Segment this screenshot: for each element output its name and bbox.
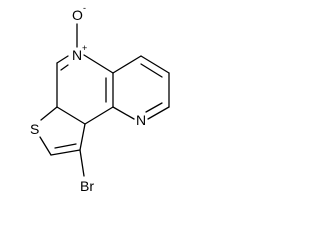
atom-labels: N + O - S N Br [30, 3, 146, 194]
bond-c2-c3-inner [54, 143, 77, 149]
bond-c3a-s1 [40, 106, 58, 121]
bond-c8-n9 [147, 106, 170, 120]
bond-c9a-c3a [56, 106, 86, 125]
bond-c2-c3 [50, 149, 81, 156]
bond-n5-c5a [83, 54, 114, 74]
bond-c9b-c9a [84, 106, 114, 125]
bond-c4-n5-inner [60, 64, 69, 71]
atom-sulfur: S [30, 121, 39, 137]
bond-c3-c9a [79, 123, 86, 151]
bond-c5a-c6 [112, 55, 142, 74]
bond-n9-c9b [112, 106, 135, 120]
atom-oxygen: O [72, 7, 83, 23]
bond-c3-br [79, 149, 85, 177]
bond-group [39, 23, 170, 177]
atom-n-oxide: N [72, 47, 82, 63]
atom-n-oxide-charge: + [82, 43, 87, 53]
bond-s1-c2 [39, 136, 52, 156]
bond-c6-c7 [140, 55, 170, 74]
bond-c4-n5 [56, 55, 69, 64]
bond-c6-c7-inner [140, 63, 163, 78]
molecule-structure: N + O - S N Br [30, 3, 170, 194]
atom-bromine: Br [80, 178, 94, 194]
atom-oxygen-charge: - [83, 3, 86, 13]
bond-c8-n9-inner [145, 102, 163, 113]
atom-n-pyridine: N [136, 112, 146, 128]
